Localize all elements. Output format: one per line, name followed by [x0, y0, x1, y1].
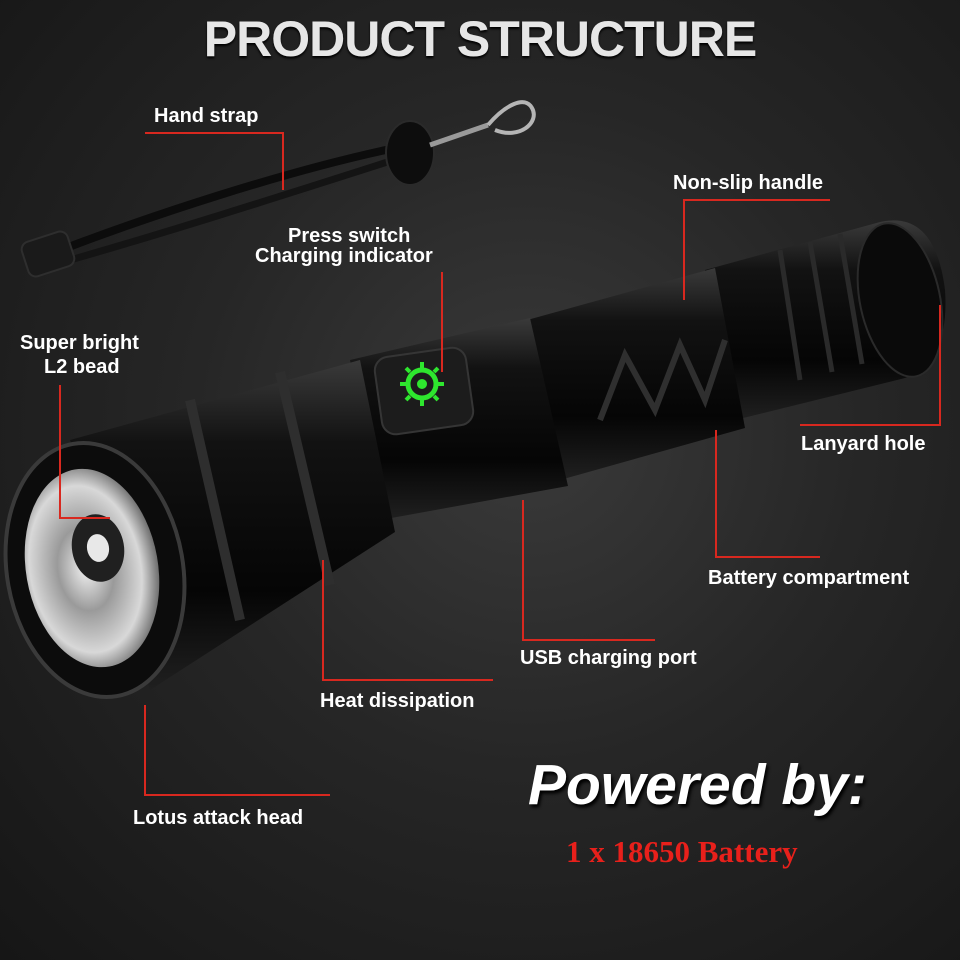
- leader-lanyard-hole: [800, 305, 941, 426]
- leader-battery-compartment: [715, 430, 820, 558]
- leader-heat-dissipation: [322, 560, 493, 681]
- label-press-switch: Press switch: [288, 225, 411, 247]
- leader-hand-strap: [145, 132, 284, 190]
- label-charging-indicator: Charging indicator: [255, 245, 433, 267]
- label-super-bright: Super bright: [20, 332, 139, 354]
- leader-usb-charging-port: [522, 500, 655, 641]
- leader-super-bright: [59, 385, 110, 519]
- hand-strap-graphic: [20, 100, 536, 278]
- page-title: PRODUCT STRUCTURE: [203, 11, 757, 67]
- leader-lotus-attack-head: [144, 705, 330, 796]
- leader-non-slip-handle: [683, 199, 830, 300]
- battery-spec: 1 x 18650 Battery: [566, 834, 798, 869]
- label-usb-charging-port: USB charging port: [520, 647, 697, 669]
- label-battery-compartment: Battery compartment: [708, 567, 910, 589]
- flashlight-body-graphic: [3, 220, 946, 699]
- label-heat-dissipation: Heat dissipation: [320, 690, 475, 712]
- label-lotus-attack-head: Lotus attack head: [133, 807, 304, 829]
- label-hand-strap: Hand strap: [154, 105, 259, 127]
- label-l2-bead: L2 bead: [44, 356, 120, 378]
- charging-indicator-icon: [400, 362, 444, 406]
- leader-lines: [59, 132, 941, 796]
- label-lanyard-hole: Lanyard hole: [801, 433, 926, 455]
- powered-by-heading: Powered by:: [528, 753, 867, 817]
- label-non-slip-handle: Non-slip handle: [673, 172, 823, 194]
